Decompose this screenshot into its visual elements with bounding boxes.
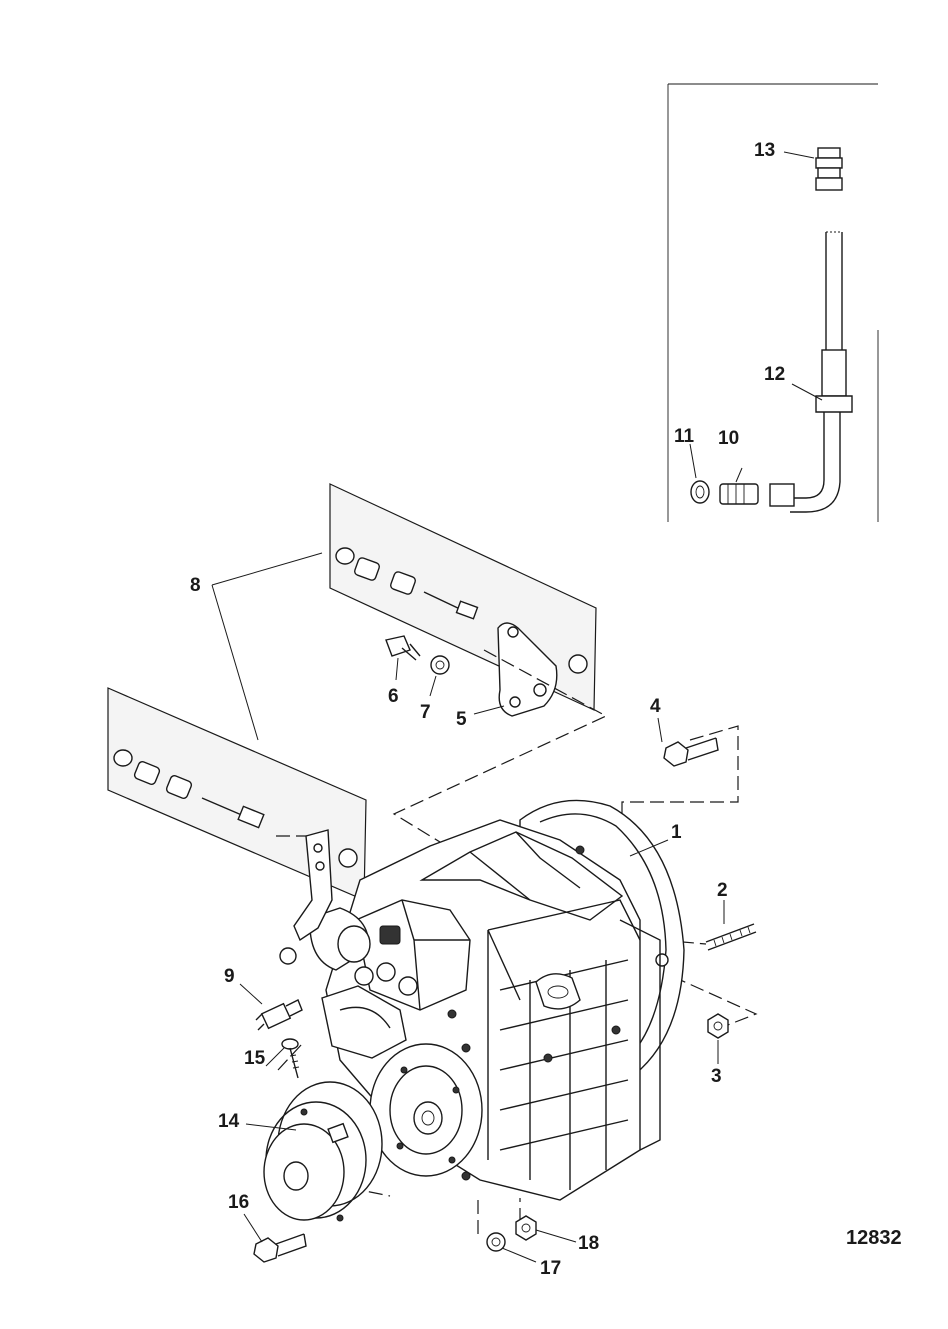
callout-12: 12 [764,364,785,385]
callout-3: 3 [711,1066,722,1087]
callout-5: 5 [456,709,467,730]
mount-kit-upper-panel [329,483,597,717]
callout-11: 11 [674,426,695,447]
callout-1: 1 [671,822,682,843]
part-15-screw [281,1038,300,1079]
callout-14: 14 [218,1111,240,1132]
part-16-bolt [253,1233,307,1263]
callout-2: 2 [717,880,728,901]
part-4-bolt [663,737,719,767]
hose-inset [667,83,879,522]
callout-6: 6 [388,686,399,707]
mount-kit-lower-panel [107,687,367,901]
callout-15: 15 [244,1048,266,1069]
callout-10: 10 [718,428,739,449]
callout-16: 16 [228,1192,249,1213]
callout-leaders [239,151,823,1263]
part-1-transmission-housing [279,799,685,1201]
part-18-nut [515,1215,537,1241]
callout-9: 9 [224,966,235,987]
callout-labels: 1 2 3 4 5 6 7 8 9 10 11 12 13 14 15 16 1… [190,140,785,1279]
figure-number: 12832 [846,1227,902,1249]
part-14-coupling [263,1081,383,1222]
part-17-washer [486,1232,506,1252]
part-2-stud [705,923,757,951]
part-12-hose [769,231,853,513]
callout-8: 8 [190,575,201,596]
part-9-sender [255,999,303,1031]
callout-17: 17 [540,1258,561,1279]
part-3-nut [707,1013,729,1039]
callout-13: 13 [754,140,775,161]
part-10-fitting [719,483,759,505]
part-11-washer [690,480,710,504]
callout-7: 7 [420,702,431,723]
callout-18: 18 [578,1233,599,1254]
callout-4: 4 [650,696,661,717]
part-13-fitting [815,147,843,191]
